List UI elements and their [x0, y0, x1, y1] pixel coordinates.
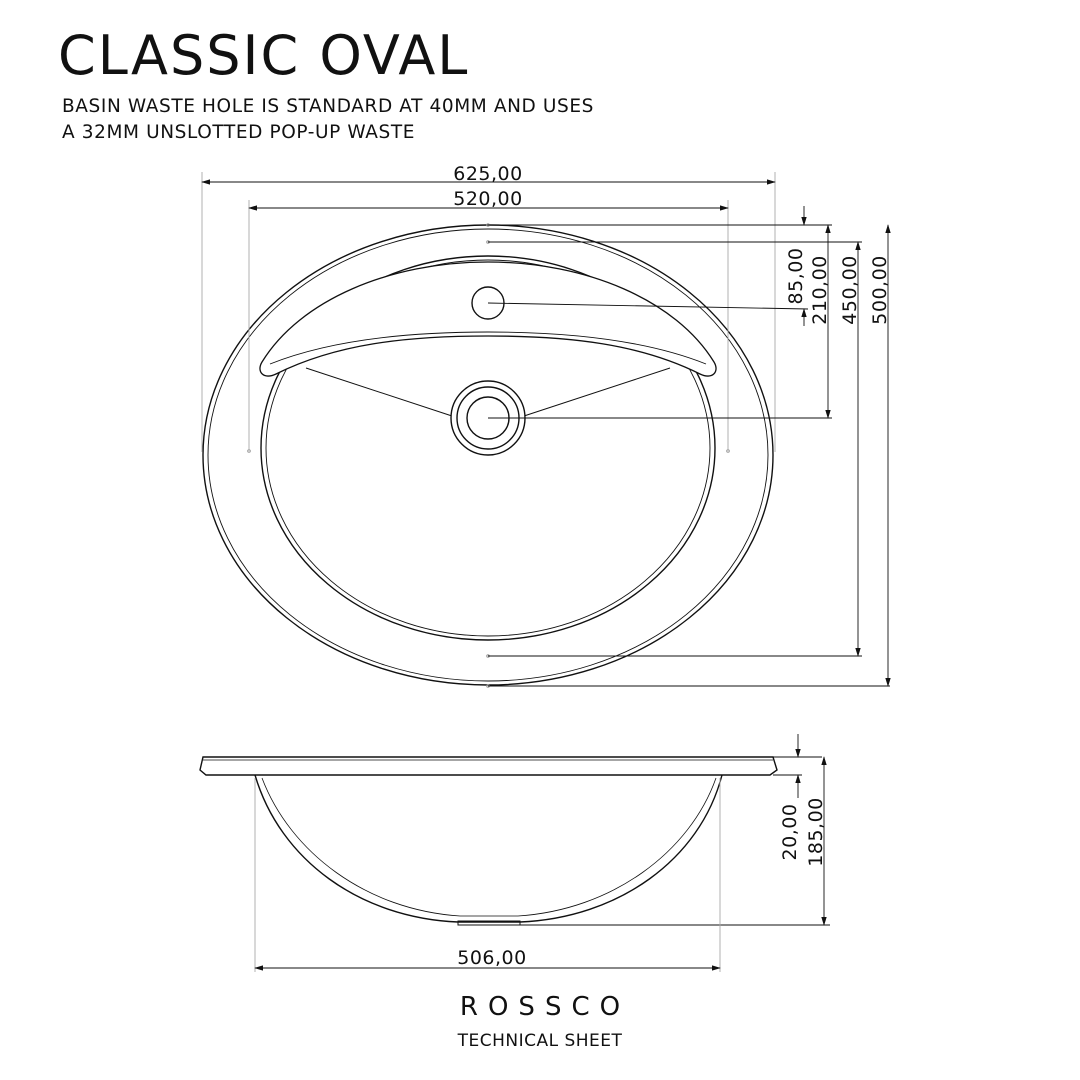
dimension-label-185: 185,00: [805, 797, 827, 866]
waste-note-line-2: A 32MM UNSLOTTED POP-UP WASTE: [62, 122, 416, 143]
dimension-label-520: 520,00: [453, 188, 522, 210]
dimension-label-210: 210,00: [809, 255, 831, 324]
sheet-caption: TECHNICAL SHEET: [457, 1031, 623, 1051]
bowl-outline: [260, 255, 716, 641]
outer-rim-inner-edge: [207, 228, 769, 682]
side-view-dimensions: 20,00 185,00 506,00: [254, 734, 830, 972]
side-view: [199, 756, 778, 926]
bowl-profile: [254, 774, 723, 923]
tap-deck-edge: [269, 331, 707, 365]
dimension-label-85: 85,00: [785, 248, 807, 305]
dimension-label-625: 625,00: [453, 163, 522, 185]
leader-line: [487, 302, 809, 310]
page-title: CLASSIC OVAL: [58, 24, 470, 87]
overflow-line-left: [305, 367, 453, 417]
brand-logo-text: ROSSCO: [459, 992, 631, 1022]
top-view-dimensions: 625,00 520,00 85,00 210,00 450,00 500,00: [201, 163, 891, 687]
waste-note-line-1: BASIN WASTE HOLE IS STANDARD AT 40MM AND…: [62, 96, 594, 117]
dimension-label-450: 450,00: [839, 255, 861, 324]
dimension-label-500: 500,00: [869, 255, 891, 324]
centre-mark: [247, 449, 251, 453]
dimension-label-506: 506,00: [457, 947, 526, 969]
overflow-line-right: [523, 367, 671, 417]
dimension-label-20: 20,00: [779, 804, 801, 861]
centre-mark: [726, 449, 730, 453]
top-view: [202, 223, 774, 688]
bowl-profile-inner: [261, 777, 717, 917]
waste-outlet: [457, 920, 521, 926]
bowl-inner-edge: [265, 259, 711, 637]
